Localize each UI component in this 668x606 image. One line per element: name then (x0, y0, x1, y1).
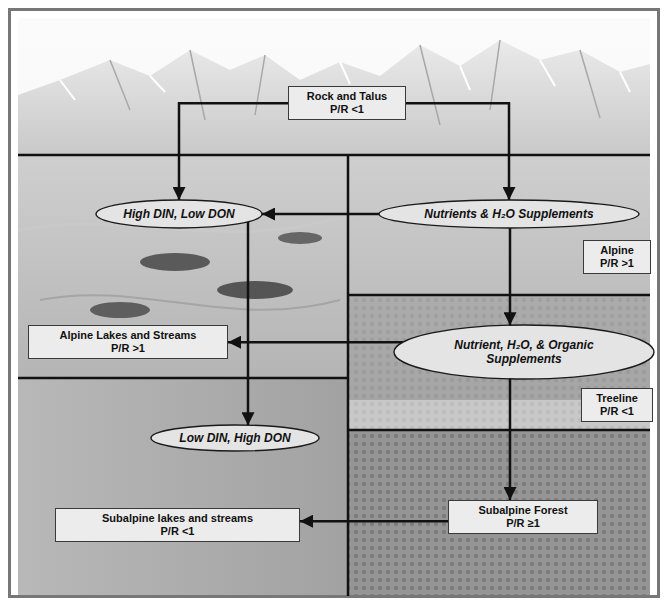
node-label: Alpine (600, 244, 634, 257)
flow-arrow (406, 103, 509, 200)
label-group: High DIN, Low DON (123, 207, 234, 221)
label-group: Rock and TalusP/R <1 (307, 90, 387, 116)
zone-label: Subalpine lakes and streamsP/R <1 (55, 508, 300, 542)
node-label: Subalpine lakes and streams (102, 512, 253, 525)
slope-ridge (40, 295, 340, 310)
node-sublabel: P/R <1 (596, 405, 638, 418)
node-sublabel: P/R >1 (600, 257, 634, 270)
flux-ellipse: Nutrients & H₂O Supplements (378, 199, 640, 229)
mountain-ridges (110, 40, 600, 125)
ellipse-shape (394, 325, 654, 379)
label-group: AlpineP/R >1 (600, 244, 634, 270)
label-group: TreelineP/R <1 (596, 392, 638, 418)
node-label: High DIN, Low DON (123, 207, 234, 221)
outer-frame (10, 10, 659, 597)
node-sublabel: P/R <1 (102, 525, 253, 538)
node-label: Rock and Talus (307, 90, 387, 103)
alpine-lake (217, 281, 293, 299)
subalpine-forest (348, 430, 650, 596)
alpine-lake (140, 253, 210, 271)
node-sublabel: P/R >1 (60, 342, 197, 355)
node-label: Nutrients & H₂O Supplements (424, 207, 593, 221)
label-group: Nutrients & H₂O Supplements (424, 207, 593, 221)
flux-ellipse: High DIN, Low DON (95, 199, 263, 229)
label-group: Subalpine lakes and streamsP/R <1 (102, 512, 253, 538)
alpine-slopes (18, 155, 650, 400)
flow-arrow (179, 103, 288, 200)
node-label: Treeline (596, 392, 638, 405)
label-group: Low DIN, High DON (179, 431, 290, 445)
node-label: Alpine Lakes and Streams (60, 329, 197, 342)
flow-arrow (509, 379, 512, 500)
ellipse-shape (96, 200, 262, 228)
node-sublabel: P/R ≥1 (478, 517, 567, 530)
flow-arrow (262, 213, 379, 216)
grid-line (18, 154, 650, 157)
sky (18, 18, 650, 596)
subalpine-valley (18, 378, 348, 596)
photo-area (18, 18, 650, 596)
zone-label: TreelineP/R <1 (581, 388, 653, 422)
grid-line (18, 377, 348, 380)
zone-label: Rock and TalusP/R <1 (288, 86, 406, 120)
ellipse-shape (151, 425, 319, 451)
grid-line (347, 155, 350, 596)
zone-label: Subalpine ForestP/R ≥1 (448, 500, 598, 534)
alpine-lake (90, 302, 150, 318)
node-label: Low DIN, High DON (179, 431, 290, 445)
node-label: Nutrient, H₂O, & Organic Supplements (427, 338, 621, 367)
zone-label: AlpineP/R >1 (583, 240, 651, 274)
grid-line (348, 429, 650, 432)
zone-label: Alpine Lakes and StreamsP/R >1 (28, 325, 228, 359)
grid-line (348, 294, 650, 297)
flow-arrow (300, 520, 448, 523)
label-group: Subalpine ForestP/R ≥1 (478, 504, 567, 530)
alpine-lake (278, 232, 322, 244)
label-group: Nutrient, H₂O, & Organic Supplements (427, 338, 621, 367)
node-label: Subalpine Forest (478, 504, 567, 517)
flux-ellipse: Nutrient, H₂O, & Organic Supplements (393, 324, 655, 380)
node-sublabel: P/R <1 (307, 103, 387, 116)
flux-ellipse: Low DIN, High DON (150, 424, 320, 452)
ellipse-shape (379, 200, 639, 228)
flow-arrow (228, 341, 403, 344)
flow-arrow (509, 228, 512, 325)
flow-arrow (247, 222, 250, 425)
label-group: Alpine Lakes and StreamsP/R >1 (60, 329, 197, 355)
